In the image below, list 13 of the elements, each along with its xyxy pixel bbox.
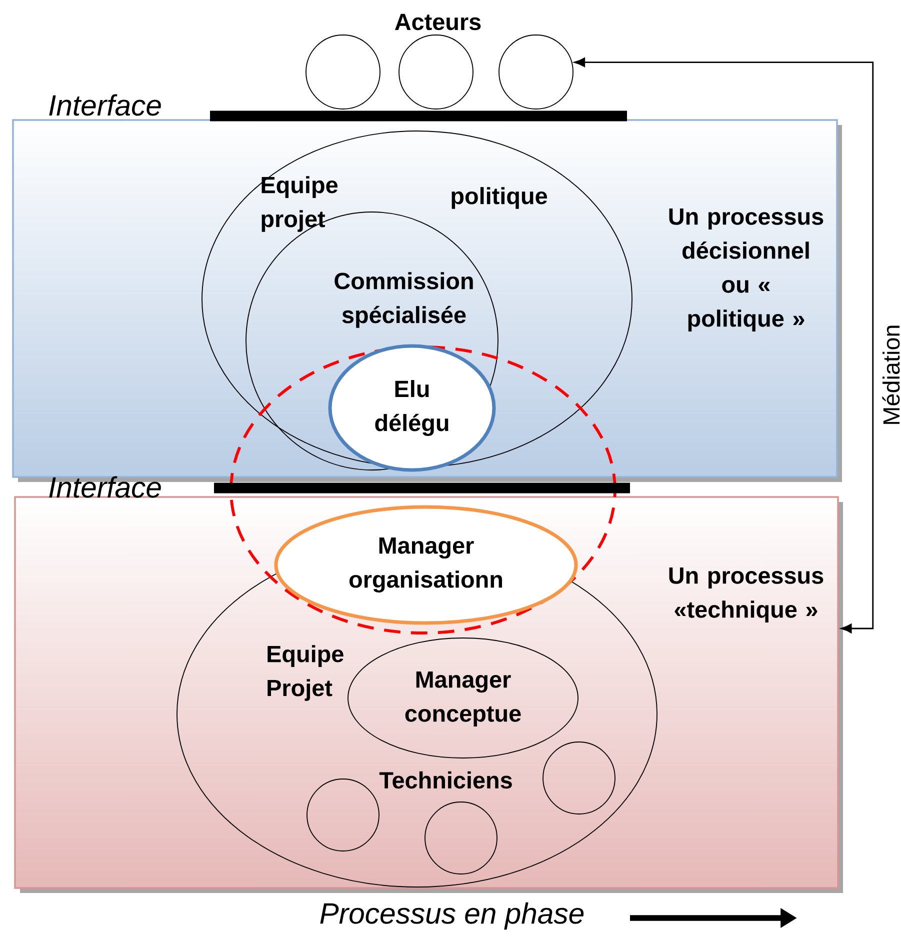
arrow	[574, 58, 874, 634]
actor-circle	[398, 34, 474, 110]
technician-circle	[424, 802, 498, 874]
actor-circle	[498, 34, 574, 110]
actor-circle	[306, 34, 380, 110]
actors-label: Acteurs	[394, 14, 481, 30]
technician-circle	[542, 742, 616, 814]
technician-circle	[306, 778, 380, 852]
phase-label: Processus en phase	[320, 902, 584, 930]
interface-label: Interface	[49, 94, 161, 116]
dashed-ellipse	[230, 346, 616, 634]
edge-label: Médiation	[882, 326, 900, 424]
technicians-label: Techniciens	[379, 771, 512, 789]
